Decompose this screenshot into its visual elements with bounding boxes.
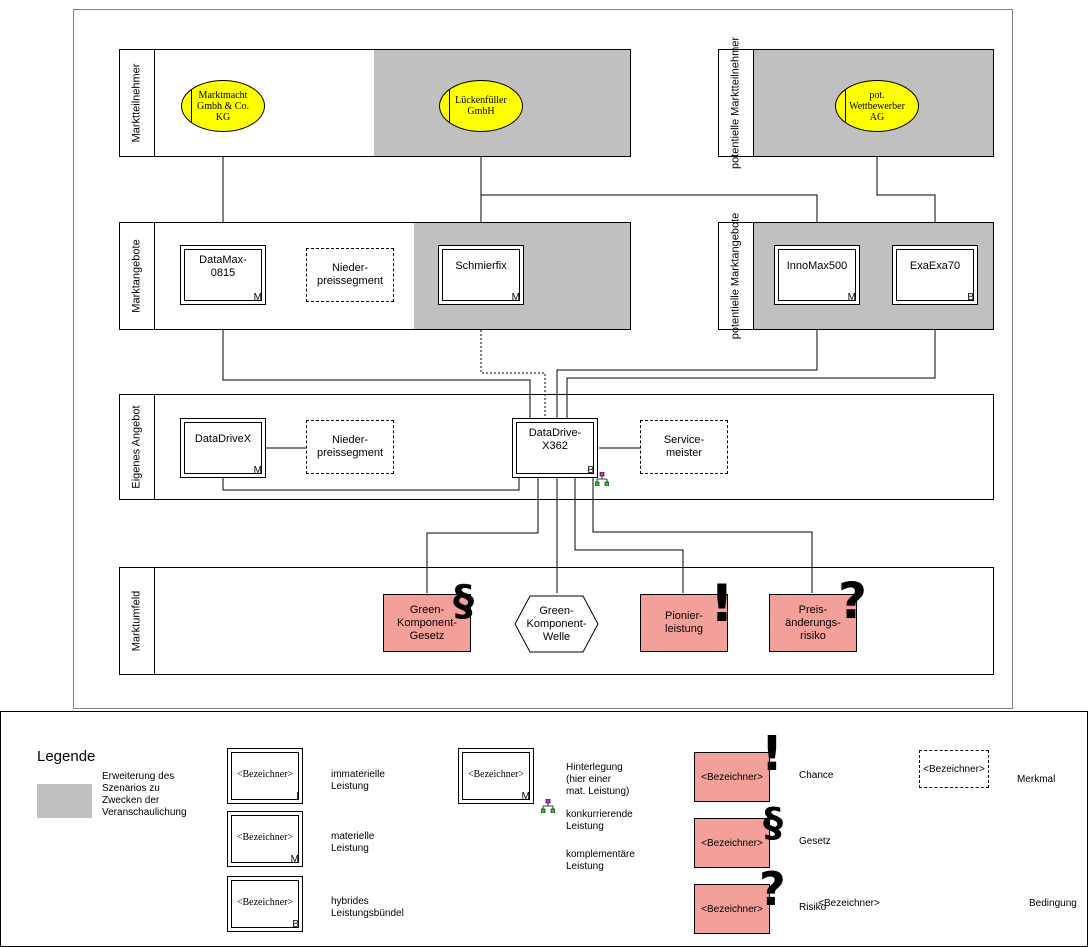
offer-innomax[interactable]: InnoMax500 M xyxy=(774,245,860,305)
legend-hinterlegung: Hinterlegung (hier einer mat. Leistung) xyxy=(566,762,630,797)
offer-datamax[interactable]: DataMax- 0815 M xyxy=(180,245,266,305)
own-datadrive-x362[interactable]: DataDrive- X362 B xyxy=(512,418,598,478)
legend-risiko: Risiko xyxy=(799,902,827,913)
legend-node-hybrid: <Bezeichner> B xyxy=(227,876,303,932)
legend-grey-swatch xyxy=(37,784,92,818)
legend-merkmal-box: <Bezeichner> xyxy=(919,750,989,788)
line-datadrivex-x362 xyxy=(222,474,520,491)
question-icon: ? xyxy=(838,572,868,630)
legend-question-icon: ? xyxy=(759,862,786,916)
environment-risiko[interactable]: Preis- änderungs- risiko xyxy=(769,594,857,652)
line-x362-pionier xyxy=(574,475,684,593)
offer-schmierfix[interactable]: Schmierfix M xyxy=(438,245,524,305)
legend-chance-box: <Bezeichner> xyxy=(694,752,770,802)
scenario-frame xyxy=(73,9,1013,709)
legend-merkmal: Merkmal xyxy=(1017,774,1056,785)
offer-exaexa[interactable]: ExaExa70 B xyxy=(892,245,978,305)
band-label: Marktumfeld xyxy=(120,568,155,674)
legend-node-materiell: <Bezeichner> M xyxy=(227,811,303,867)
legend-hex-label: <Bezeichner> xyxy=(818,898,880,909)
legend-gesetz: Gesetz xyxy=(799,836,831,847)
band-label: Eigenes Angebot xyxy=(120,395,155,499)
band-label: potentielle Marktteilnehmer xyxy=(719,37,754,169)
line-exaexa-x362 xyxy=(566,302,936,421)
participant-wettbewerber[interactable]: pot. Wettbewerber AG xyxy=(835,80,919,132)
legend-node-immateriell: <Bezeichner> I xyxy=(227,748,303,804)
feature-niederpreis-2[interactable]: Nieder- preissegment xyxy=(306,420,394,474)
participant-marktmacht[interactable]: Marktmacht Gmbh & Co. KG xyxy=(181,80,265,132)
participant-lueckenfueller[interactable]: Lückenfüller GmbH xyxy=(439,80,523,132)
paragraph-icon: § xyxy=(453,576,474,625)
legend-grey-desc: Erweiterung des Szenarios zu Zwecken der… xyxy=(102,771,187,818)
legend-hybrid: hybrides Leistungsbündel xyxy=(331,896,404,919)
legend-title: Legende xyxy=(37,748,96,765)
band-marktteilnehmer: Marktteilnehmer xyxy=(119,49,631,157)
line-wettbewerber-exaexa xyxy=(876,151,936,248)
legend-risiko-box: <Bezeichner> xyxy=(694,884,770,934)
legend-exclamation-icon: ! xyxy=(761,726,783,782)
network-icon xyxy=(595,472,609,486)
legend-network-icon xyxy=(541,799,555,813)
band-label: Marktteilnehmer xyxy=(120,50,155,156)
environment-welle[interactable]: Green- Komponent- Welle xyxy=(526,604,587,643)
condition-hexagon xyxy=(514,595,599,653)
legend-immateriell: immaterielle Leistung xyxy=(331,769,385,792)
band-marktumfeld: Marktumfeld xyxy=(119,567,994,675)
legend-materiell: materielle Leistung xyxy=(331,831,375,854)
environment-gesetz[interactable]: Green- Komponent- Gesetz xyxy=(383,594,471,652)
band-label: potentielle Marktangebote xyxy=(719,213,754,339)
legend-panel: Legende Erweiterung des Szenarios zu Zwe… xyxy=(0,711,1088,947)
legend-chance: Chance xyxy=(799,770,834,781)
line-x362-risiko xyxy=(592,475,813,593)
line-innomax-x362 xyxy=(556,302,818,421)
band-label: Marktangebote xyxy=(120,223,155,329)
legend-node-hinterlegung: <Bezeichner> M xyxy=(458,748,534,804)
legend-paragraph-icon: § xyxy=(763,800,783,846)
legend-gesetz-box: <Bezeichner> xyxy=(694,818,770,868)
exclamation-icon: ! xyxy=(710,574,734,634)
line-x362-gesetz xyxy=(426,475,539,593)
band-eigenes-angebot: Eigenes Angebot xyxy=(119,394,994,500)
environment-pionier[interactable]: Pionier- leistung xyxy=(640,594,728,652)
own-datadrivex[interactable]: DataDriveX M xyxy=(180,418,266,478)
feature-servicemeister[interactable]: Service- meister xyxy=(640,420,728,474)
legend-bedingung: Bedingung xyxy=(1029,898,1077,909)
feature-niederpreis-1[interactable]: Nieder- preissegment xyxy=(306,248,394,302)
legend-komplementaer: komplementäre Leistung xyxy=(566,849,635,872)
line-datamax-x362 xyxy=(222,302,531,421)
legend-konkurrierend: konkurrierende Leistung xyxy=(566,809,633,832)
